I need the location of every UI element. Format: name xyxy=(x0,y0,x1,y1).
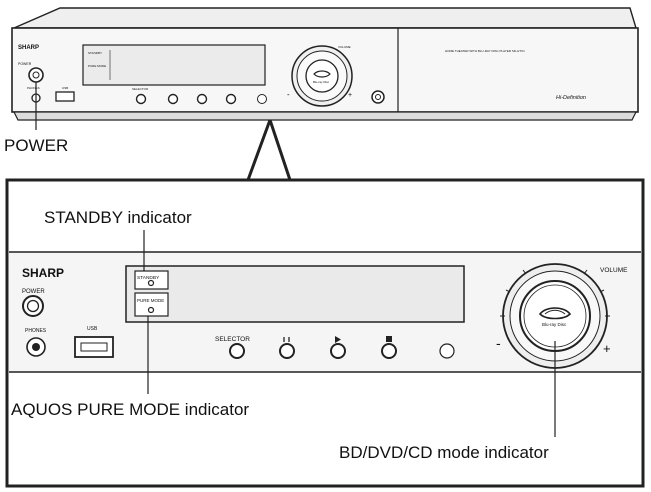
bluray-small-label: Blu-ray Disc xyxy=(542,322,567,327)
overview-sensor xyxy=(257,94,267,104)
overview-volume-small: VOLUME xyxy=(338,45,351,49)
zoom-labels: SHARP POWER PHONES USB STANDBY PURE MODE… xyxy=(22,266,628,356)
standby-callout: STANDBY indicator xyxy=(44,208,192,227)
overview-bluray-small: Blu-ray Disc xyxy=(313,80,330,84)
aquos-pure-mode-indicator xyxy=(134,292,169,317)
overview-phones-small: PHONES xyxy=(27,86,40,90)
device-overview xyxy=(11,7,639,181)
overview-selector-small: SELECTOR xyxy=(132,87,149,91)
power-small-label: POWER xyxy=(22,289,45,295)
aquos-small-label: PURE MODE xyxy=(137,298,164,303)
remote-sensor xyxy=(439,343,455,359)
callout-leaders xyxy=(143,230,556,437)
zoom-display-window xyxy=(125,265,465,323)
power-callout: POWER xyxy=(4,136,68,155)
overview-standby-small: STANDBY xyxy=(88,51,102,55)
pause-icon xyxy=(283,337,290,342)
standby-small-label: STANDBY xyxy=(137,275,160,281)
stop-icon xyxy=(386,336,392,342)
overview-hd-text: Hi-Definition xyxy=(556,95,586,101)
phones-small-label: PHONES xyxy=(25,328,47,334)
zoom-pointer xyxy=(246,119,292,181)
overview-minus: - xyxy=(287,90,290,99)
overview-selector-button xyxy=(135,93,147,105)
aquos-callout: AQUOS PURE MODE indicator xyxy=(11,400,249,419)
overview-aquos-small: PURE MODE xyxy=(88,64,106,68)
overview-plus: + xyxy=(348,92,352,99)
bd-mode-callout: BD/DVD/CD mode indicator xyxy=(339,443,549,462)
overview-brand: SHARP xyxy=(18,45,39,51)
overview-bluray-logo xyxy=(313,70,331,78)
volume-plus: + xyxy=(603,341,611,356)
overview-model-text: HOME THEATER WITH BLU-RAY DISC PLAYER SD… xyxy=(445,49,525,53)
device-bottom-lip xyxy=(13,111,637,121)
overview-labels: SHARP POWER PHONES USB STANDBY PURE MODE… xyxy=(18,45,586,101)
pause-button xyxy=(279,343,295,359)
play-icon xyxy=(335,336,341,343)
overview-display-window xyxy=(82,44,266,86)
overview-play-button xyxy=(196,93,208,105)
zoom-panel xyxy=(5,178,645,488)
overview-usb-port xyxy=(55,91,75,102)
volume-small-label: VOLUME xyxy=(600,267,628,274)
volume-ticks xyxy=(500,269,610,317)
selector-small-label: SELECTOR xyxy=(215,336,250,343)
overview-power-small: POWER xyxy=(18,62,32,66)
stop-button xyxy=(381,343,397,359)
overview-usb-small: USB xyxy=(62,86,68,90)
overview-pause-button xyxy=(167,93,179,105)
usb-small-label: USB xyxy=(87,326,98,332)
device-top-surface xyxy=(13,7,637,29)
volume-minus: - xyxy=(496,335,501,351)
overview-stop-button xyxy=(225,93,237,105)
bluray-logo-icon xyxy=(538,307,572,320)
brand-logo: SHARP xyxy=(22,266,64,280)
play-button xyxy=(330,343,346,359)
selector-button xyxy=(229,343,245,359)
